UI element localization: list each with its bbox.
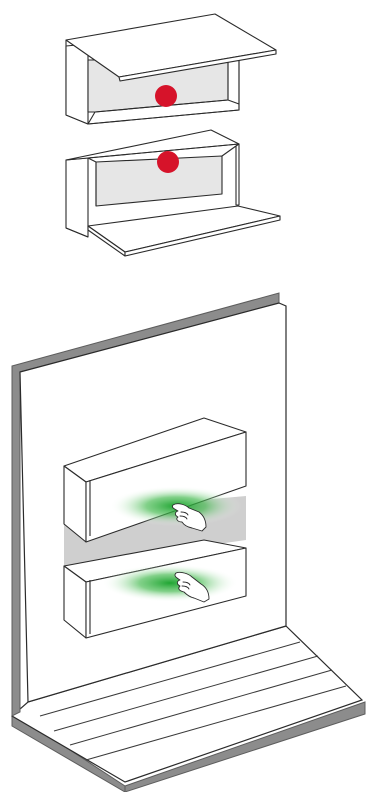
sensor-glow-lower — [102, 564, 238, 602]
push-marker-top — [155, 85, 177, 107]
pointing-hand-icon-upper — [172, 503, 207, 532]
pointing-hand-icon-lower — [174, 571, 210, 603]
push-marker-middle — [157, 151, 179, 173]
cabinet-flap-down — [65, 129, 281, 257]
cabinet-flap-up — [65, 13, 277, 125]
